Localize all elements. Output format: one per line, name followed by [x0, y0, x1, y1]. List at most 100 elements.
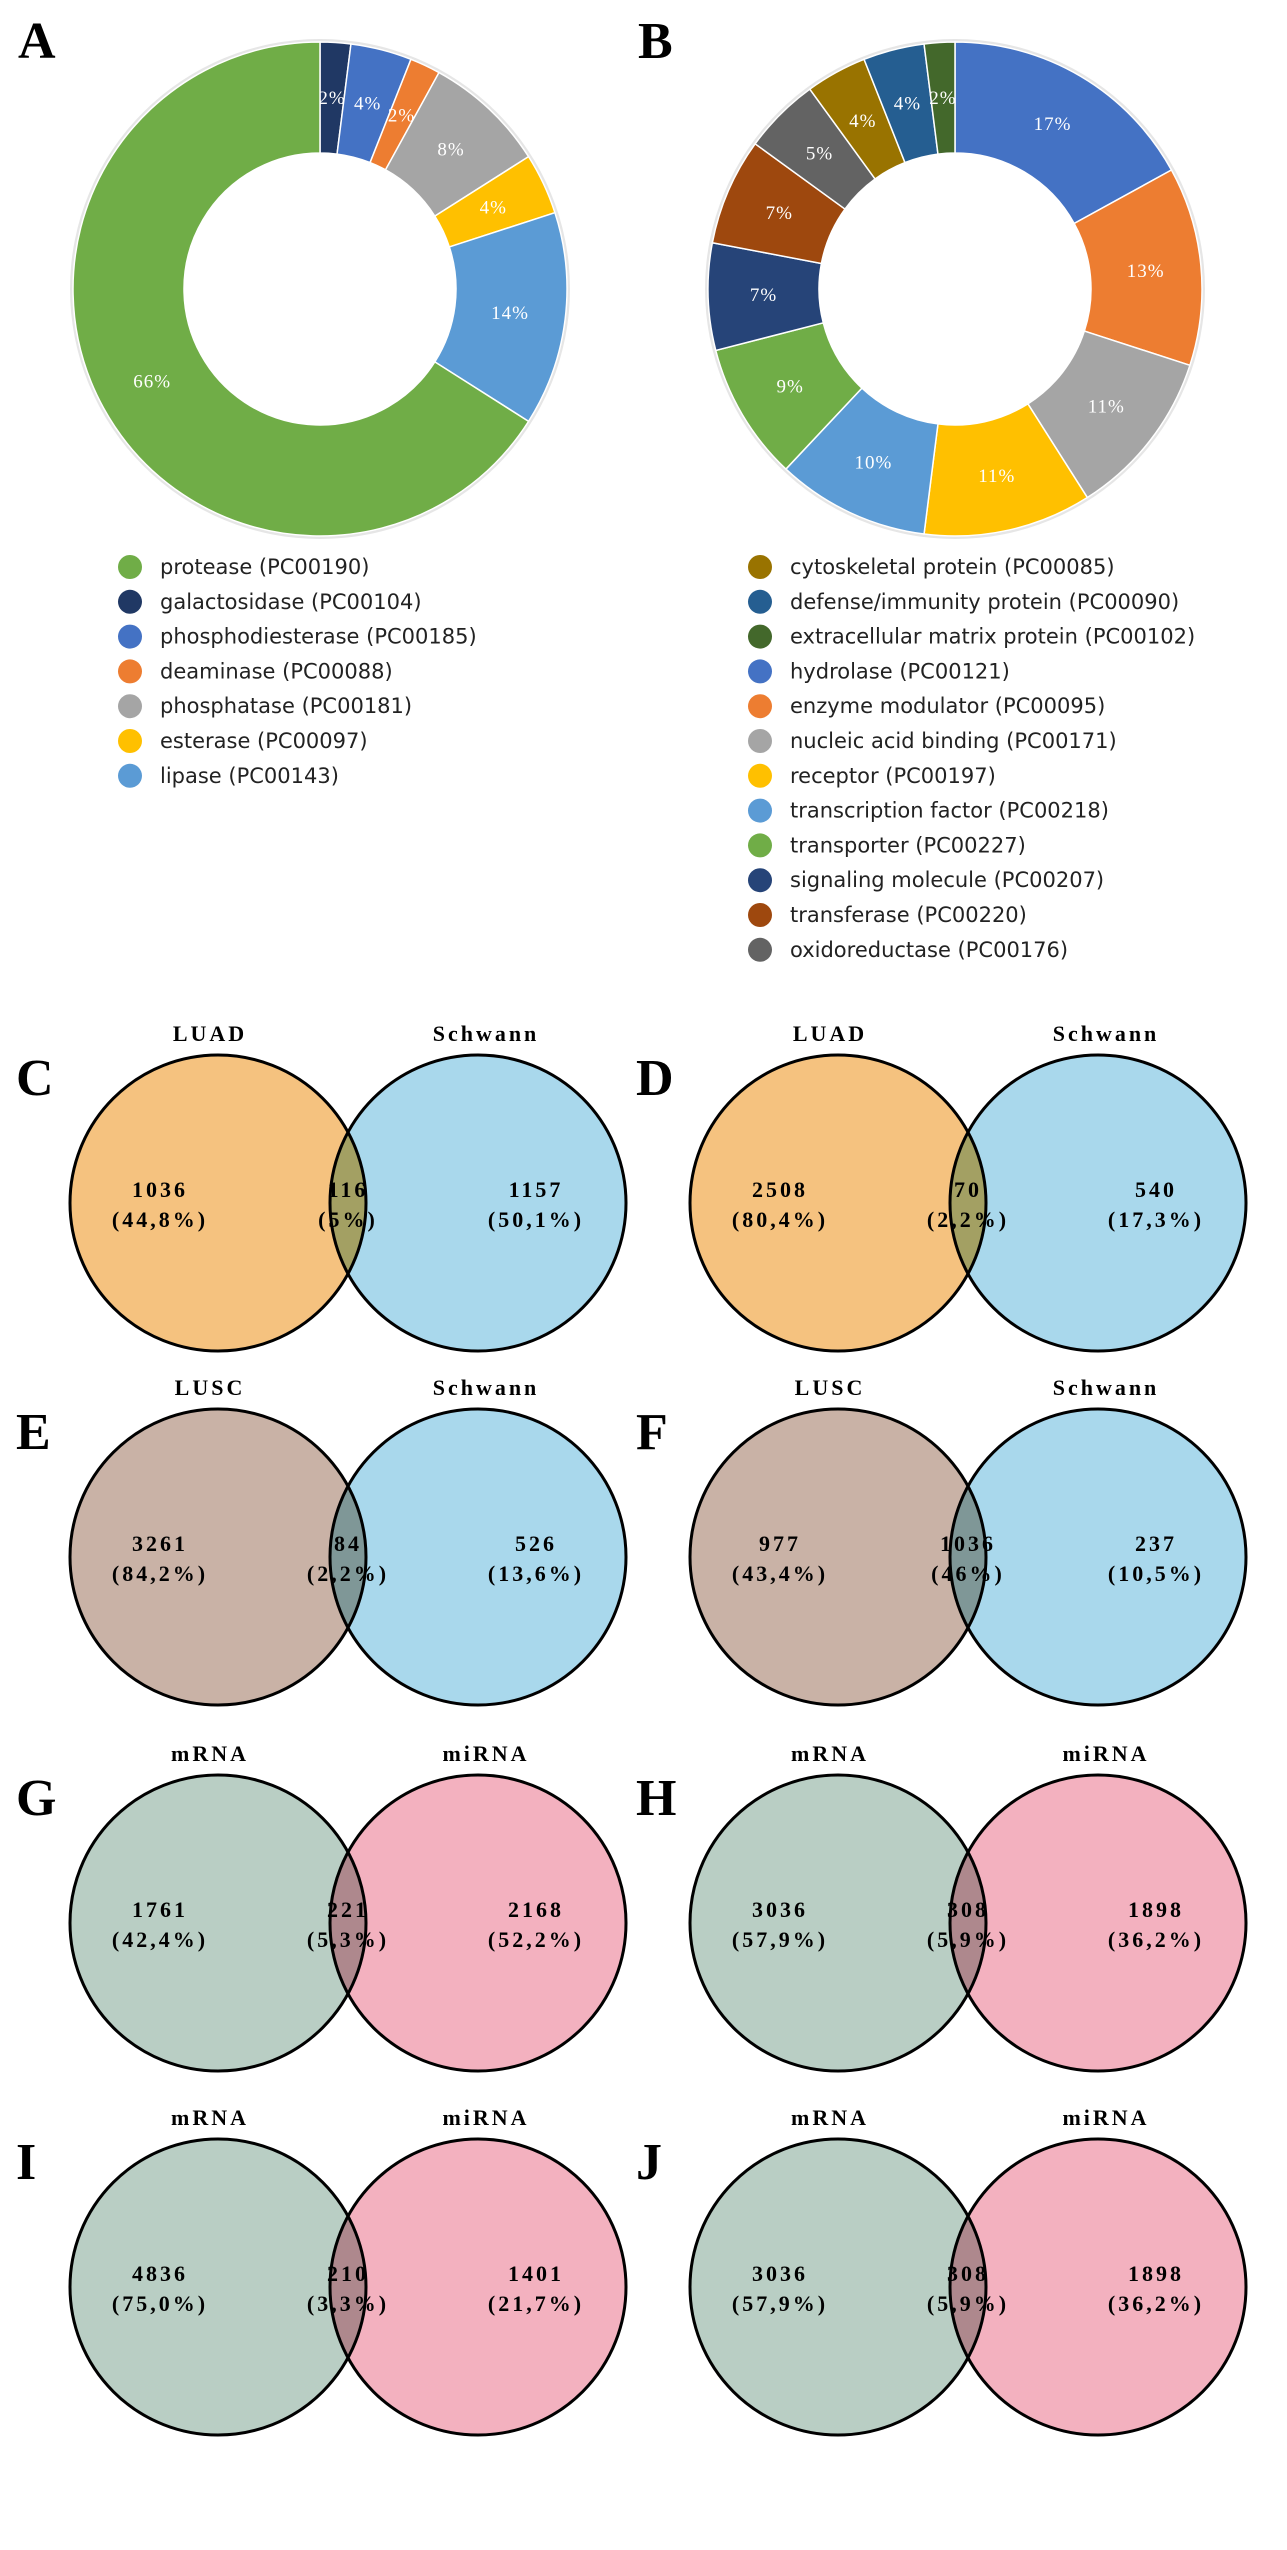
- venn-percent-overlap: (3,3%): [307, 2291, 389, 2316]
- venn-set-title: mRNA: [171, 1741, 249, 1766]
- venn-set-left: [690, 1055, 986, 1351]
- legend-label: hydrolase (PC00121): [790, 659, 1010, 683]
- slice-label: 17%: [1034, 114, 1072, 135]
- venn-set-left: [690, 1409, 986, 1705]
- venn-outline-left: [688, 1053, 988, 1353]
- venn-set-title: LUSC: [175, 1375, 246, 1400]
- panel-letter-a: A: [18, 13, 56, 70]
- legend-marker: [118, 763, 142, 788]
- donut-hole: [184, 153, 456, 425]
- venn-outline-right: [328, 2137, 628, 2437]
- venn-count-right: 1898: [1128, 2261, 1184, 2286]
- venn-count-overlap: 210: [327, 2261, 369, 2286]
- panel-letter-e: E: [16, 1404, 51, 1461]
- legend-marker: [748, 937, 772, 962]
- legend-marker: [748, 624, 772, 649]
- legend-marker: [118, 729, 142, 753]
- legend-marker: [748, 659, 772, 684]
- donut-chart-b: B17%13%11%11%10%9%7%7%5%4%4%2%cytoskelet…: [638, 13, 1205, 962]
- venn-count-overlap: 84: [334, 1531, 362, 1556]
- venn-set-left: [70, 2139, 366, 2435]
- venn-percent-overlap: (2,2%): [927, 1207, 1009, 1232]
- slice-label: 2%: [388, 106, 415, 127]
- venn-count-left: 977: [759, 1531, 801, 1556]
- slice-label: 5%: [806, 144, 833, 165]
- legend-b: cytoskeletal protein (PC00085)defense/im…: [748, 555, 1195, 962]
- venn-set-title: mRNA: [791, 1741, 869, 1766]
- venn-set-title: LUSC: [795, 1375, 866, 1400]
- donut-chart-a: A2%4%2%8%4%14%66%protease (PC00190)galac…: [18, 13, 570, 788]
- panel-letter-d: D: [636, 1050, 674, 1107]
- legend-label: enzyme modulator (PC00095): [790, 694, 1105, 718]
- legend-label: oxidoreductase (PC00176): [790, 938, 1068, 962]
- legend-marker: [118, 624, 142, 649]
- venn-percent-right: (17,3%): [1108, 1207, 1204, 1232]
- venn-percent-overlap: (46%): [931, 1561, 1005, 1586]
- legend-label: defense/immunity protein (PC00090): [790, 590, 1179, 614]
- venn-outline-left: [68, 1053, 368, 1353]
- legend-marker: [748, 555, 772, 579]
- venn-set-title: miRNA: [1062, 2105, 1149, 2130]
- venn-set-right: [950, 2139, 1246, 2435]
- slice-label: 4%: [354, 94, 381, 115]
- venn-count-overlap: 308: [947, 1897, 989, 1922]
- venn-outline-right: [948, 2137, 1248, 2437]
- venn-set-left: [690, 2139, 986, 2435]
- legend-marker: [118, 589, 142, 614]
- legend-label: transcription factor (PC00218): [790, 799, 1109, 823]
- venn-set-title: Schwann: [1053, 1375, 1160, 1400]
- legend-marker: [118, 694, 142, 719]
- venn-count-right: 1157: [509, 1177, 564, 1202]
- venn-count-left: 3261: [132, 1531, 188, 1556]
- venn-outline-left: [68, 1773, 368, 2073]
- legend-marker: [748, 763, 772, 788]
- legend-label: transporter (PC00227): [790, 833, 1026, 857]
- venn-set-left: [70, 1409, 366, 1705]
- slice-label: 10%: [855, 452, 893, 473]
- venn-percent-left: (44,8%): [112, 1207, 208, 1232]
- venn-count-overlap: 116: [328, 1177, 369, 1202]
- slice-label: 7%: [766, 203, 793, 224]
- venn-set-title: Schwann: [433, 1021, 540, 1046]
- legend-marker: [748, 798, 772, 823]
- panel-letter-h: H: [636, 1770, 676, 1827]
- venn-outline-left: [688, 2137, 988, 2437]
- venn-set-left: [690, 1775, 986, 2071]
- venn-percent-left: (42,4%): [112, 1927, 208, 1952]
- venn-percent-left: (43,4%): [732, 1561, 828, 1586]
- venn-set-title: mRNA: [791, 2105, 869, 2130]
- legend-label: phosphatase (PC00181): [160, 694, 412, 718]
- venn-percent-right: (21,7%): [488, 2291, 584, 2316]
- venn-percent-left: (75,0%): [112, 2291, 208, 2316]
- legend-label: nucleic acid binding (PC00171): [790, 729, 1117, 753]
- venn-set-title: LUAD: [173, 1021, 247, 1046]
- venn-set-right: [330, 1055, 626, 1351]
- venn-count-right: 526: [515, 1531, 557, 1556]
- venn-set-title: Schwann: [1053, 1021, 1160, 1046]
- venn-count-left: 1761: [132, 1897, 188, 1922]
- legend-marker: [748, 903, 772, 927]
- slice-label: 13%: [1127, 261, 1165, 282]
- venn-set-title: miRNA: [442, 2105, 529, 2130]
- venn-count-right: 1401: [508, 2261, 564, 2286]
- venn-set-right: [950, 1055, 1246, 1351]
- venn-outline-left: [688, 1773, 988, 2073]
- venn-set-title: LUAD: [793, 1021, 867, 1046]
- slice-label: 14%: [491, 303, 529, 324]
- venn-percent-right: (50,1%): [488, 1207, 584, 1232]
- venn-count-left: 4836: [132, 2261, 188, 2286]
- legend-marker: [748, 694, 772, 719]
- legend-a: protease (PC00190)galactosidase (PC00104…: [118, 555, 477, 788]
- donut-hole: [819, 153, 1091, 425]
- venn-count-overlap: 308: [947, 2261, 989, 2286]
- slice-label: 11%: [1088, 396, 1125, 417]
- venn-set-right: [950, 1409, 1246, 1705]
- venn-percent-overlap: (5,9%): [927, 2291, 1009, 2316]
- legend-marker: [748, 833, 772, 858]
